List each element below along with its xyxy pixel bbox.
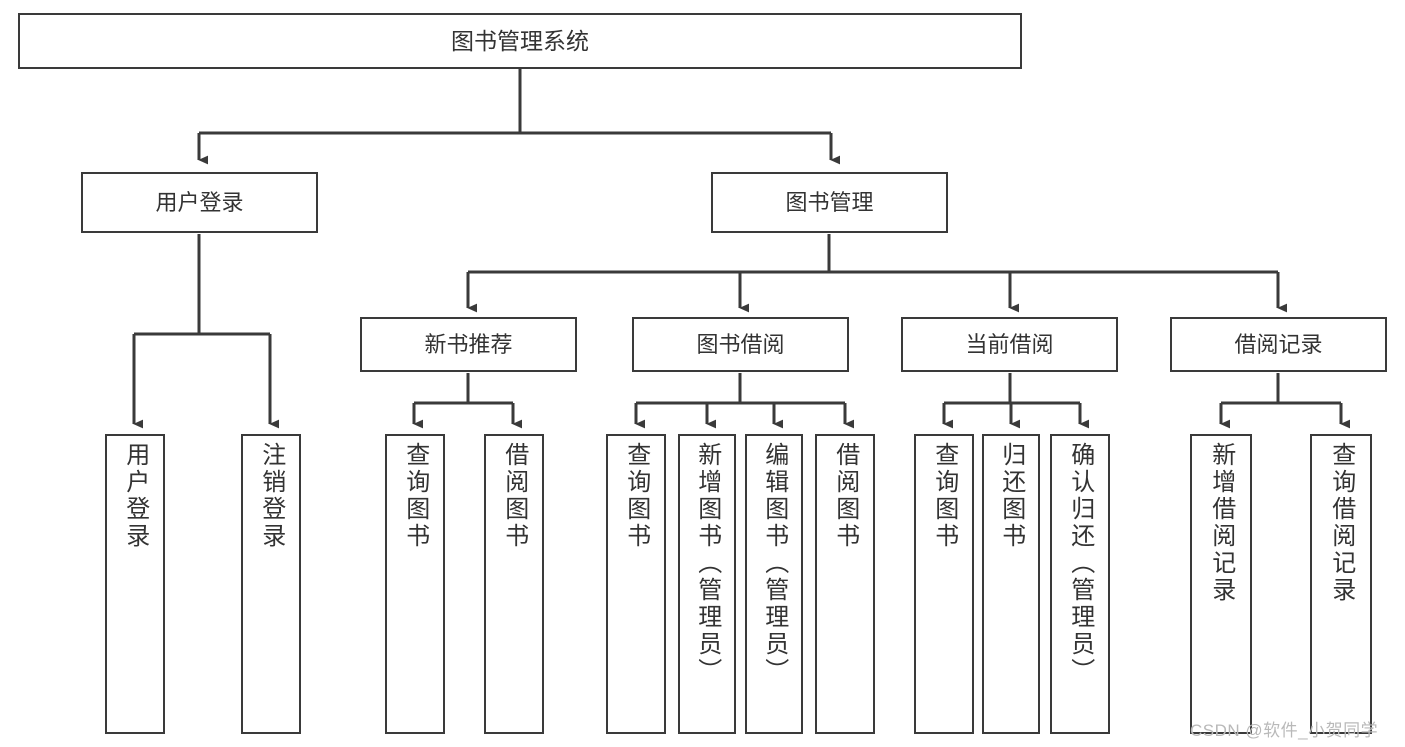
node-label: 借阅图书: [831, 442, 859, 550]
node-label: 新增借阅记录: [1207, 442, 1235, 604]
leaf-current-borrow-query-book[interactable]: 查询图书: [914, 434, 974, 734]
node-label: 归还图书: [997, 442, 1025, 550]
leaf-new-book-query-book[interactable]: 查询图书: [385, 434, 445, 734]
node-label: 新增图书（管理员）: [693, 442, 721, 685]
node-label: 用户登录: [155, 189, 244, 215]
leaf-new-book-borrow-book[interactable]: 借阅图书: [484, 434, 544, 734]
node-label: 图书借阅: [696, 331, 785, 357]
leaf-book-borrow-edit-book-admin[interactable]: 编辑图书（管理员）: [745, 434, 803, 734]
leaf-current-borrow-confirm-return-admin[interactable]: 确认归还（管理员）: [1050, 434, 1110, 734]
node-user-login[interactable]: 用户登录: [81, 172, 318, 233]
node-new-book-recommend[interactable]: 新书推荐: [360, 317, 577, 372]
node-label: 查询借阅记录: [1327, 442, 1355, 604]
leaf-borrow-record-add-record[interactable]: 新增借阅记录: [1190, 434, 1252, 734]
node-label: 图书管理系统: [451, 27, 589, 54]
node-borrow-record[interactable]: 借阅记录: [1170, 317, 1387, 372]
leaf-user-login-login[interactable]: 用户登录: [105, 434, 165, 734]
leaf-book-borrow-borrow-book[interactable]: 借阅图书: [815, 434, 875, 734]
csdn-watermark: CSDN @软件_小贺同学: [1190, 721, 1379, 740]
node-label: 当前借阅: [965, 331, 1054, 357]
leaf-book-borrow-add-book-admin[interactable]: 新增图书（管理员）: [678, 434, 736, 734]
node-current-borrow[interactable]: 当前借阅: [901, 317, 1118, 372]
leaf-current-borrow-return-book[interactable]: 归还图书: [982, 434, 1040, 734]
node-label: 注销登录: [257, 442, 285, 550]
node-label: 借阅图书: [500, 442, 528, 550]
node-label: 用户登录: [121, 442, 149, 550]
node-book-management[interactable]: 图书管理: [711, 172, 948, 233]
node-book-borrow[interactable]: 图书借阅: [632, 317, 849, 372]
node-label: 确认归还（管理员）: [1066, 442, 1094, 685]
node-label: 查询图书: [622, 442, 650, 550]
node-label: 图书管理: [785, 189, 874, 215]
leaf-book-borrow-query-book[interactable]: 查询图书: [606, 434, 666, 734]
leaf-borrow-record-query-record[interactable]: 查询借阅记录: [1310, 434, 1372, 734]
node-label: 借阅记录: [1234, 331, 1323, 357]
node-label: 查询图书: [401, 442, 429, 550]
node-root-book-management-system[interactable]: 图书管理系统: [18, 13, 1022, 69]
node-label: 新书推荐: [424, 331, 513, 357]
leaf-user-login-logout[interactable]: 注销登录: [241, 434, 301, 734]
node-label: 编辑图书（管理员）: [760, 442, 788, 685]
node-label: 查询图书: [930, 442, 958, 550]
